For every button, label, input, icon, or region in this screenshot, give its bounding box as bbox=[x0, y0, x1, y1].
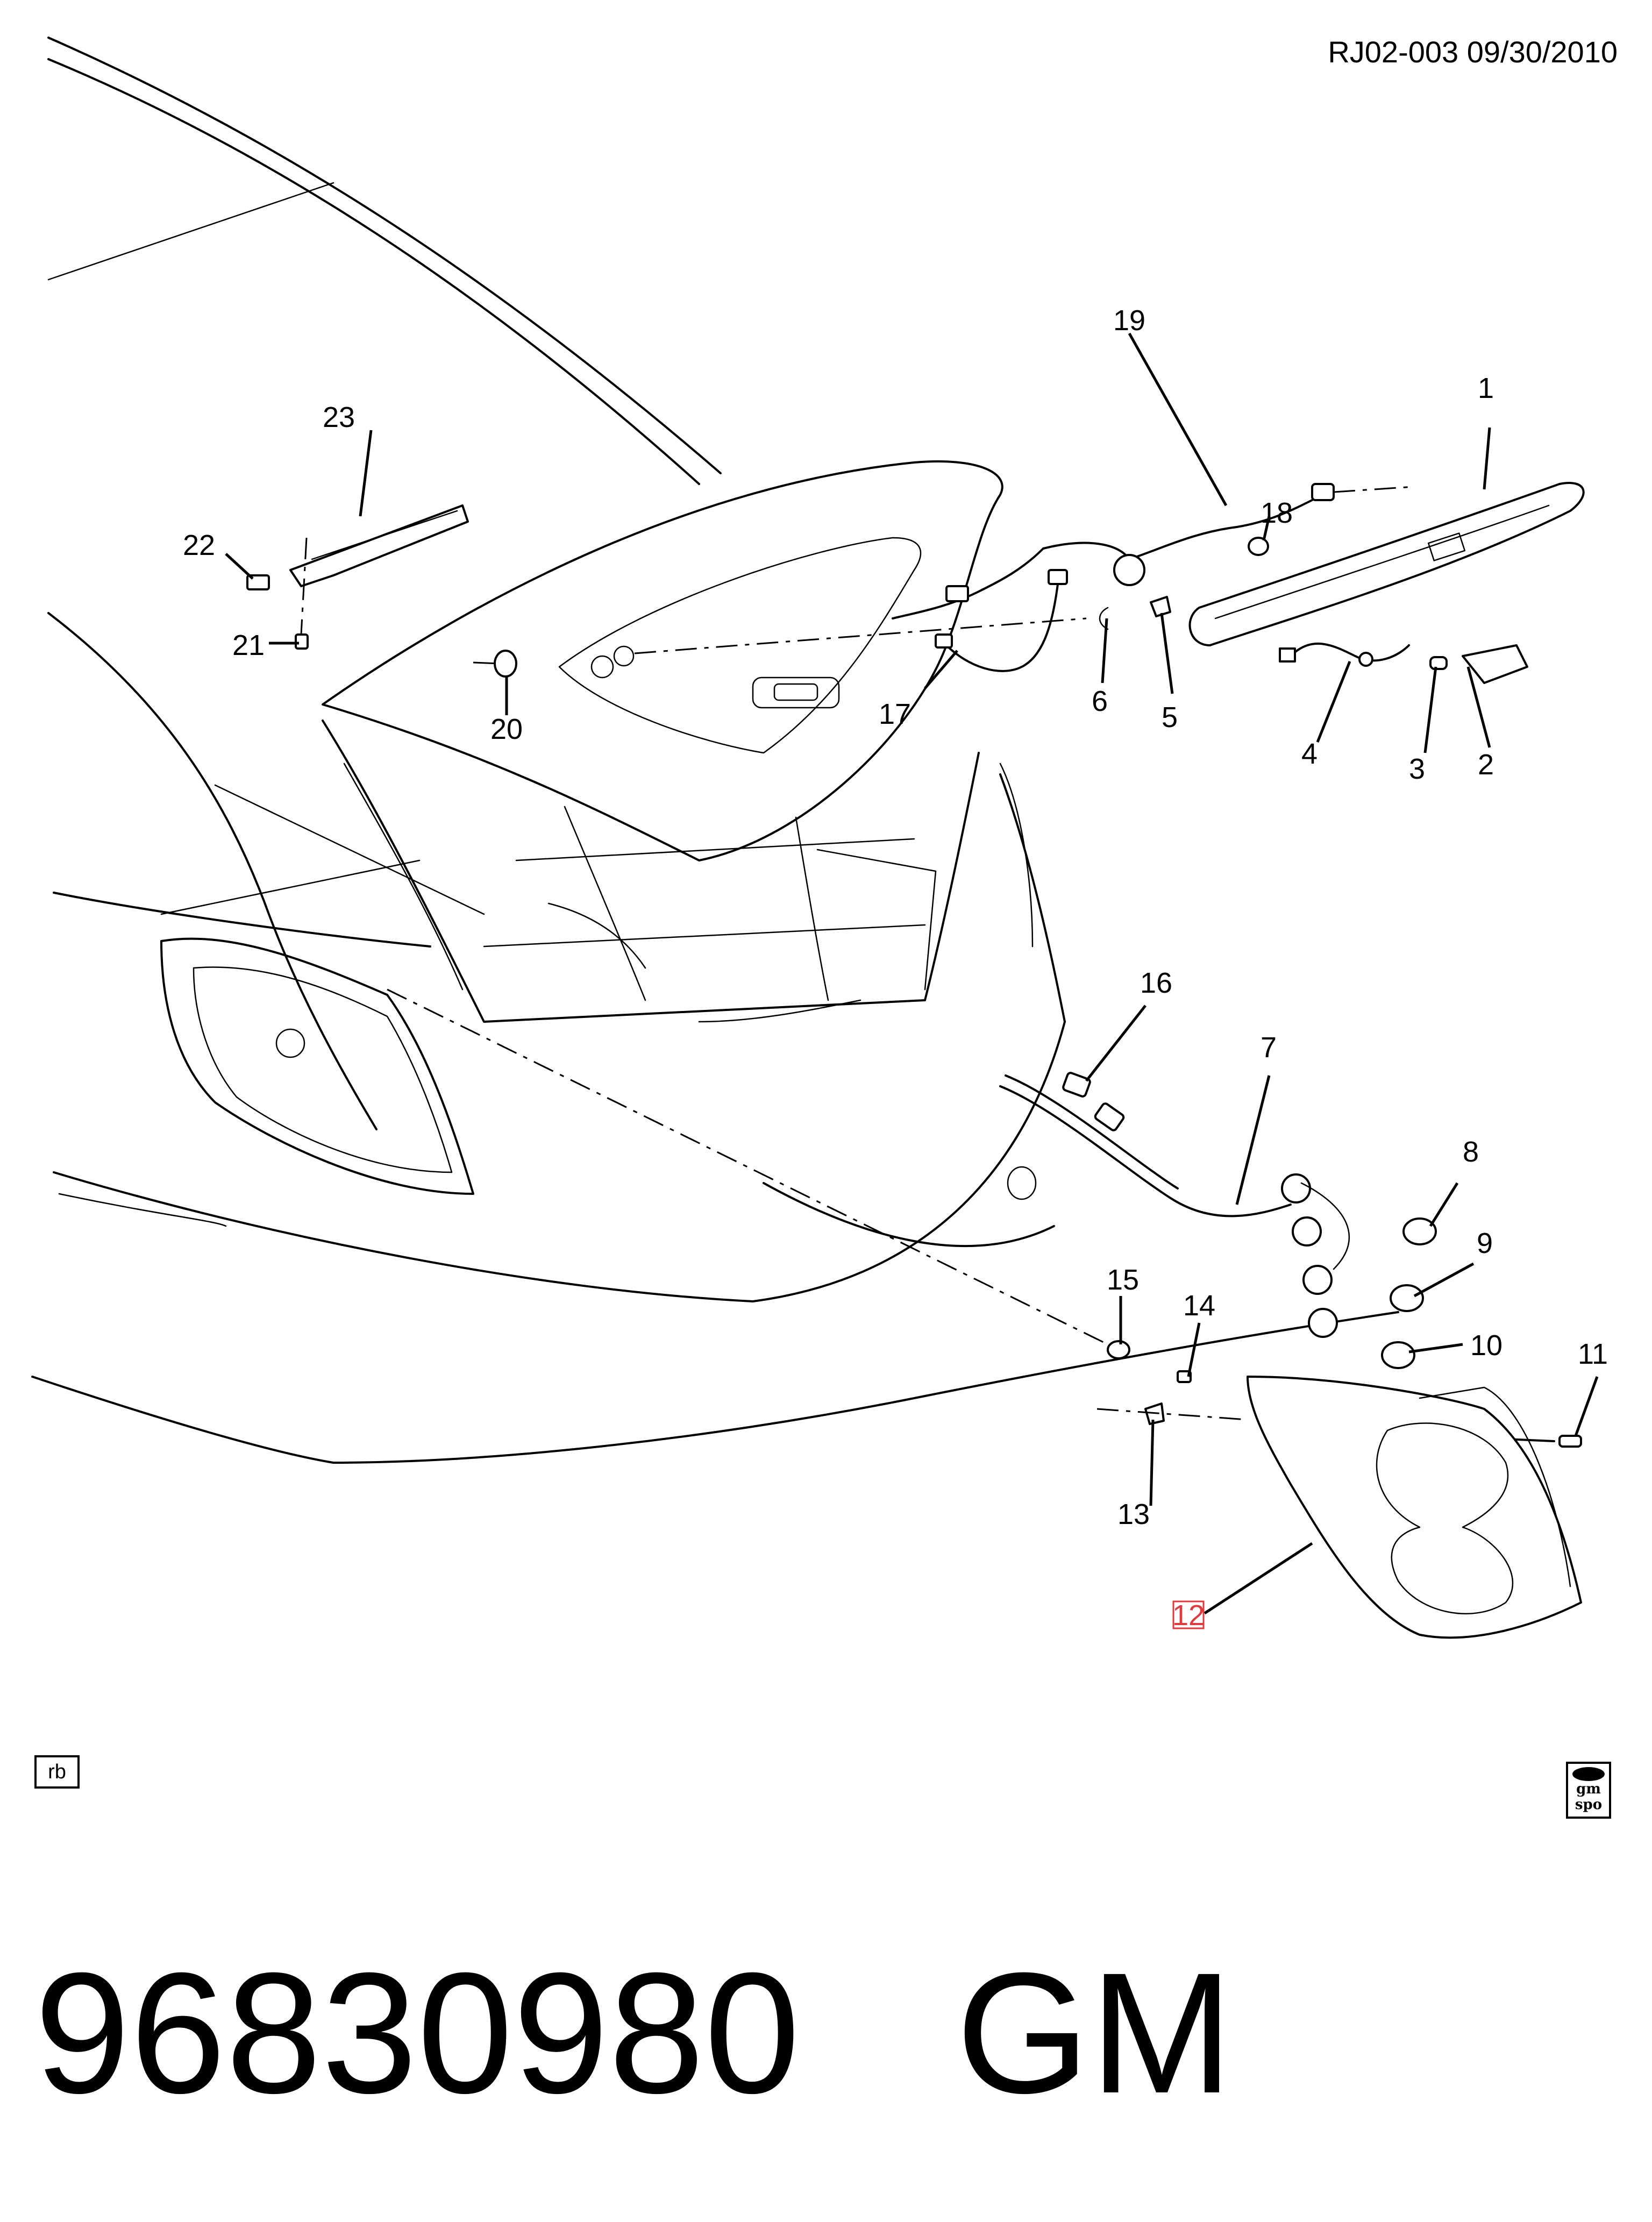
logo-ring-icon bbox=[1572, 1767, 1605, 1781]
brand-name: GM bbox=[956, 1936, 1234, 2129]
logo-text-gm: gm bbox=[1576, 1781, 1601, 1797]
leader-lines bbox=[225, 332, 1599, 1615]
part-2-lamp-housing bbox=[1462, 644, 1528, 684]
part-10-bulb bbox=[1381, 1341, 1415, 1369]
callout-1: 1 bbox=[1478, 372, 1494, 404]
part-number: 96830980 bbox=[34, 1936, 800, 2129]
part-14-nut bbox=[1177, 1370, 1192, 1383]
callout-11: 11 bbox=[1578, 1338, 1608, 1370]
callout-12: 12 bbox=[1172, 1599, 1205, 1632]
part-8-bulb bbox=[1402, 1217, 1437, 1245]
callout-14: 14 bbox=[1183, 1290, 1215, 1322]
part-15-grommet bbox=[1107, 1340, 1130, 1359]
part-7-tail-harness bbox=[999, 1074, 1350, 1338]
part-4-harness bbox=[1279, 643, 1410, 667]
part-22-nut bbox=[246, 574, 270, 590]
part-20-bumper bbox=[494, 650, 517, 678]
logo-text-spo: spo bbox=[1575, 1797, 1603, 1813]
callout-22: 22 bbox=[183, 529, 215, 561]
part-12-tail-lamp bbox=[1247, 1376, 1582, 1639]
part-5-clip bbox=[1150, 596, 1171, 617]
callout-8: 8 bbox=[1463, 1136, 1479, 1168]
part-23-stop-lamp bbox=[289, 504, 469, 587]
callout-15: 15 bbox=[1107, 1264, 1139, 1296]
part-16-connector bbox=[1062, 1072, 1091, 1098]
callout-13: 13 bbox=[1117, 1498, 1150, 1530]
callout-10: 10 bbox=[1470, 1329, 1503, 1362]
callout-12-highlight bbox=[1172, 1600, 1205, 1629]
callout-9: 9 bbox=[1477, 1227, 1493, 1259]
gm-spo-logo: gm spo bbox=[1566, 1762, 1611, 1819]
callout-16: 16 bbox=[1140, 967, 1172, 999]
callout-19: 19 bbox=[1113, 304, 1145, 337]
part-18-grommet bbox=[1248, 537, 1269, 556]
callout-6: 6 bbox=[1092, 685, 1108, 717]
callout-17: 17 bbox=[879, 698, 911, 730]
callout-2: 2 bbox=[1478, 749, 1494, 781]
alignment-lines bbox=[300, 486, 1415, 1421]
callout-3: 3 bbox=[1409, 753, 1425, 785]
callout-7: 7 bbox=[1261, 1031, 1277, 1064]
callout-5: 5 bbox=[1162, 701, 1178, 733]
part-21-screw bbox=[295, 633, 309, 650]
callout-labels: 1 2 3 4 5 6 7 8 9 10 11 12 13 14 15 16 1… bbox=[183, 304, 1608, 1632]
part-3-bulb bbox=[1429, 656, 1448, 670]
callout-20: 20 bbox=[490, 713, 523, 745]
rb-corner-label: rb bbox=[34, 1755, 80, 1789]
footer-caption: 96830980 GM bbox=[34, 1925, 1233, 2140]
callout-4: 4 bbox=[1301, 738, 1318, 770]
callout-21: 21 bbox=[232, 629, 265, 661]
part-1-applique bbox=[1188, 482, 1585, 646]
callout-18: 18 bbox=[1261, 497, 1293, 529]
diagram-reference: RJ02-003 09/30/2010 bbox=[1328, 35, 1618, 69]
part-9-bulb bbox=[1390, 1284, 1424, 1312]
callout-23: 23 bbox=[323, 401, 355, 433]
part-17-19-trunk-harness bbox=[892, 483, 1335, 672]
car-body-outline bbox=[31, 37, 1399, 1464]
